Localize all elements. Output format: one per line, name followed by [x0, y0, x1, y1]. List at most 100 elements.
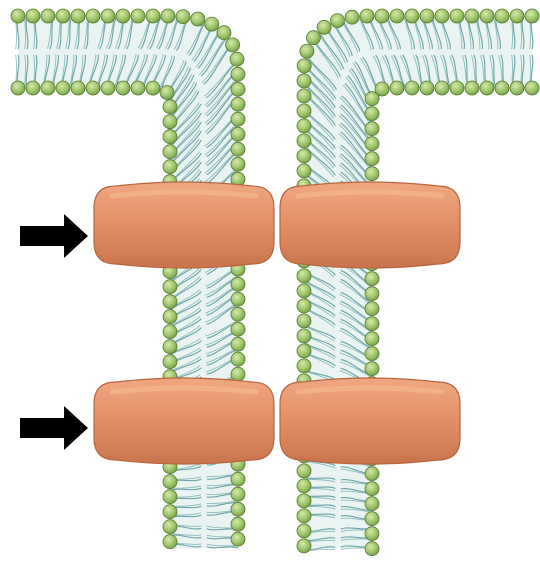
- lipid-head: [26, 9, 40, 23]
- lipid-head: [231, 67, 245, 81]
- lipid-head: [297, 314, 311, 328]
- lipid-head: [101, 9, 115, 23]
- lipid-head: [297, 359, 311, 373]
- lipid-head: [297, 494, 311, 508]
- lipid-head: [365, 362, 379, 376]
- lipid-head: [450, 81, 464, 95]
- lipid-head: [365, 467, 379, 481]
- lipid-head: [41, 81, 55, 95]
- lipid-head: [365, 152, 379, 166]
- lipid-head: [510, 81, 524, 95]
- lipid-head: [231, 157, 245, 171]
- lipid-head: [365, 542, 379, 556]
- lipid-head: [163, 280, 177, 294]
- lipid-head: [116, 81, 130, 95]
- lipid-head: [450, 9, 464, 23]
- protein-bottom-left: [94, 378, 274, 464]
- lipid-head: [231, 517, 245, 531]
- lipid-head: [163, 325, 177, 339]
- lipid-head: [163, 490, 177, 504]
- lipid-head: [435, 9, 449, 23]
- lipid-head: [375, 9, 389, 23]
- lipid-head: [176, 10, 190, 24]
- lipid-head: [405, 81, 419, 95]
- lipid-head: [146, 9, 160, 23]
- lipid-head: [161, 9, 175, 23]
- lipid-head: [163, 355, 177, 369]
- lipid-head: [365, 122, 379, 136]
- lipid-head: [405, 9, 419, 23]
- lipid-head: [231, 337, 245, 351]
- lipid-head: [297, 479, 311, 493]
- lipid-head: [297, 344, 311, 358]
- lipid-head: [317, 20, 331, 34]
- lipid-head: [365, 482, 379, 496]
- lipid-head: [365, 332, 379, 346]
- lipid-head: [231, 292, 245, 306]
- lipid-head: [420, 9, 434, 23]
- lipid-tails: [16, 15, 533, 551]
- lipid-head: [365, 527, 379, 541]
- lipid-head: [163, 160, 177, 174]
- bilayer-cores: [18, 16, 532, 550]
- protein-top-right: [280, 182, 460, 268]
- lipid-head: [231, 277, 245, 291]
- arrow-top: [20, 214, 88, 258]
- lipid-head: [116, 9, 130, 23]
- lipid-head: [297, 269, 311, 283]
- lipid-head: [297, 299, 311, 313]
- lipid-head: [163, 310, 177, 324]
- lipid-head: [297, 509, 311, 523]
- lipid-head: [495, 81, 509, 95]
- lipid-head: [365, 137, 379, 151]
- lipid-head: [390, 9, 404, 23]
- lipid-head: [300, 44, 314, 58]
- lipid-head: [297, 284, 311, 298]
- lipid-head: [163, 100, 177, 114]
- lipid-head: [11, 81, 25, 95]
- lipid-head: [26, 81, 40, 95]
- lipid-head: [297, 164, 311, 178]
- lipid-head: [331, 14, 345, 28]
- lipid-head: [365, 92, 379, 106]
- lipid-head: [231, 472, 245, 486]
- lipid-head: [231, 487, 245, 501]
- lipid-head: [365, 347, 379, 361]
- lipid-head: [231, 367, 245, 381]
- lipid-head: [510, 9, 524, 23]
- lipid-head: [525, 9, 539, 23]
- lipid-head: [365, 272, 379, 286]
- lipid-head: [297, 524, 311, 538]
- lipid-head: [231, 307, 245, 321]
- lipid-head: [131, 81, 145, 95]
- lipid-head: [86, 9, 100, 23]
- protein-top-left: [94, 182, 274, 268]
- lipid-head: [297, 59, 311, 73]
- lipid-head: [56, 81, 70, 95]
- lipid-head: [435, 81, 449, 95]
- bilayer-core-right: [304, 16, 532, 550]
- lipid-head: [297, 119, 311, 133]
- lipid-head: [11, 9, 25, 23]
- lipid-head: [41, 9, 55, 23]
- lipid-head: [297, 74, 311, 88]
- lipid-head: [390, 81, 404, 95]
- lipid-head: [420, 81, 434, 95]
- lipid-head: [217, 26, 231, 40]
- lipid-head: [231, 112, 245, 126]
- lipid-head: [231, 502, 245, 516]
- lipid-head: [495, 9, 509, 23]
- lipid-head: [231, 532, 245, 546]
- lipid-head: [71, 81, 85, 95]
- lipid-head: [525, 81, 539, 95]
- lipid-head: [131, 9, 145, 23]
- lipid-head: [365, 512, 379, 526]
- lipid-head: [163, 520, 177, 534]
- lipid-head: [465, 81, 479, 95]
- lipid-head: [465, 9, 479, 23]
- lipid-head: [163, 475, 177, 489]
- lipid-head: [365, 497, 379, 511]
- junction-proteins: [94, 182, 460, 464]
